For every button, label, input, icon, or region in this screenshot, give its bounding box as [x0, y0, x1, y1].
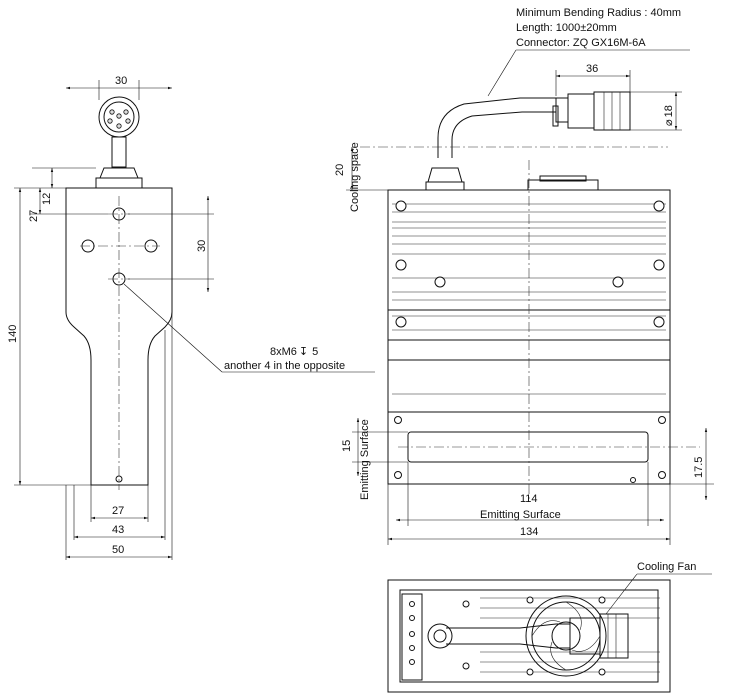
note-leader	[487, 49, 517, 97]
note-connector: Connector: ZQ GX16M-6A	[516, 37, 646, 49]
bottom-connector-body	[569, 617, 601, 655]
screw	[658, 416, 666, 424]
top-mount-lip	[539, 175, 587, 182]
dim-140: 140	[7, 325, 19, 343]
dim-27-horizontal: 27	[112, 505, 124, 517]
screw	[394, 416, 402, 424]
bottom-inner-frame	[399, 589, 659, 683]
dim-12: 12	[41, 193, 53, 205]
dim-diameter-18: ⌀18	[663, 105, 675, 126]
dim-20: 20	[334, 164, 346, 176]
cooling-fan-inner	[531, 601, 601, 671]
bottom-gland-outer	[427, 623, 453, 649]
bottom-gland-inner	[433, 629, 447, 643]
cable-notes: Minimum Bending Radius : 40mm Length: 10…	[487, 7, 690, 97]
emitting-surface-vertical-label: Emitting Surface	[359, 419, 371, 500]
screw	[653, 200, 665, 212]
connector-face-inner	[103, 101, 135, 133]
dim-15: 15	[341, 440, 353, 452]
dim-134: 134	[520, 526, 538, 538]
dim-17-5: 17.5	[693, 457, 705, 478]
cooling-fan-hub	[551, 621, 581, 651]
cooling-fan-outer	[525, 595, 607, 677]
bottom-cable-lower	[446, 643, 570, 649]
side-view: 30 12 27 140 30 27 43 50 8xM6↧5	[7, 75, 375, 560]
connector-clip	[552, 105, 559, 127]
front-gland-base	[425, 181, 465, 191]
dim-43: 43	[112, 524, 124, 536]
gland-base	[95, 177, 143, 189]
bottom-view: Cooling Fan	[387, 561, 712, 693]
dim-30-top: 30	[115, 75, 127, 87]
bottom-body-outline	[387, 579, 671, 693]
screw	[395, 200, 407, 212]
dim-50: 50	[112, 544, 124, 556]
note-bending-radius: Minimum Bending Radius : 40mm	[516, 7, 681, 19]
opposite-note: another 4 in the opposite	[224, 360, 345, 372]
screw	[395, 259, 407, 271]
screw	[395, 316, 407, 328]
bottom-cable-upper	[446, 623, 570, 629]
cooling-fan-label: Cooling Fan	[637, 561, 696, 573]
screw	[394, 471, 402, 479]
cable-lower	[451, 111, 556, 158]
screw	[612, 276, 624, 288]
dim-27-vertical: 27	[28, 210, 40, 222]
dim-36: 36	[586, 63, 598, 75]
cable-upper	[437, 97, 556, 158]
dim-30-vertical: 30	[196, 240, 208, 252]
bottom-connector-plug	[599, 613, 629, 659]
screw	[653, 259, 665, 271]
screw	[658, 471, 666, 479]
note-length: Length: 1000±20mm	[516, 22, 617, 34]
cooling-space-label: Cooling space	[349, 142, 361, 212]
connector-body	[567, 93, 595, 129]
emitting-surface-horizontal-label: Emitting Surface	[480, 509, 561, 521]
connector-stem	[111, 136, 127, 168]
screw	[434, 276, 446, 288]
screw	[653, 316, 665, 328]
dim-114: 114	[520, 493, 538, 505]
screw	[630, 477, 636, 483]
front-view: 36 ⌀18 20 Cooling space	[334, 63, 714, 545]
front-cable-gland	[427, 167, 463, 183]
cable-gland	[99, 167, 139, 179]
thread-note: 8xM6↧5	[270, 346, 318, 358]
bottom-hole-strip	[401, 593, 423, 681]
